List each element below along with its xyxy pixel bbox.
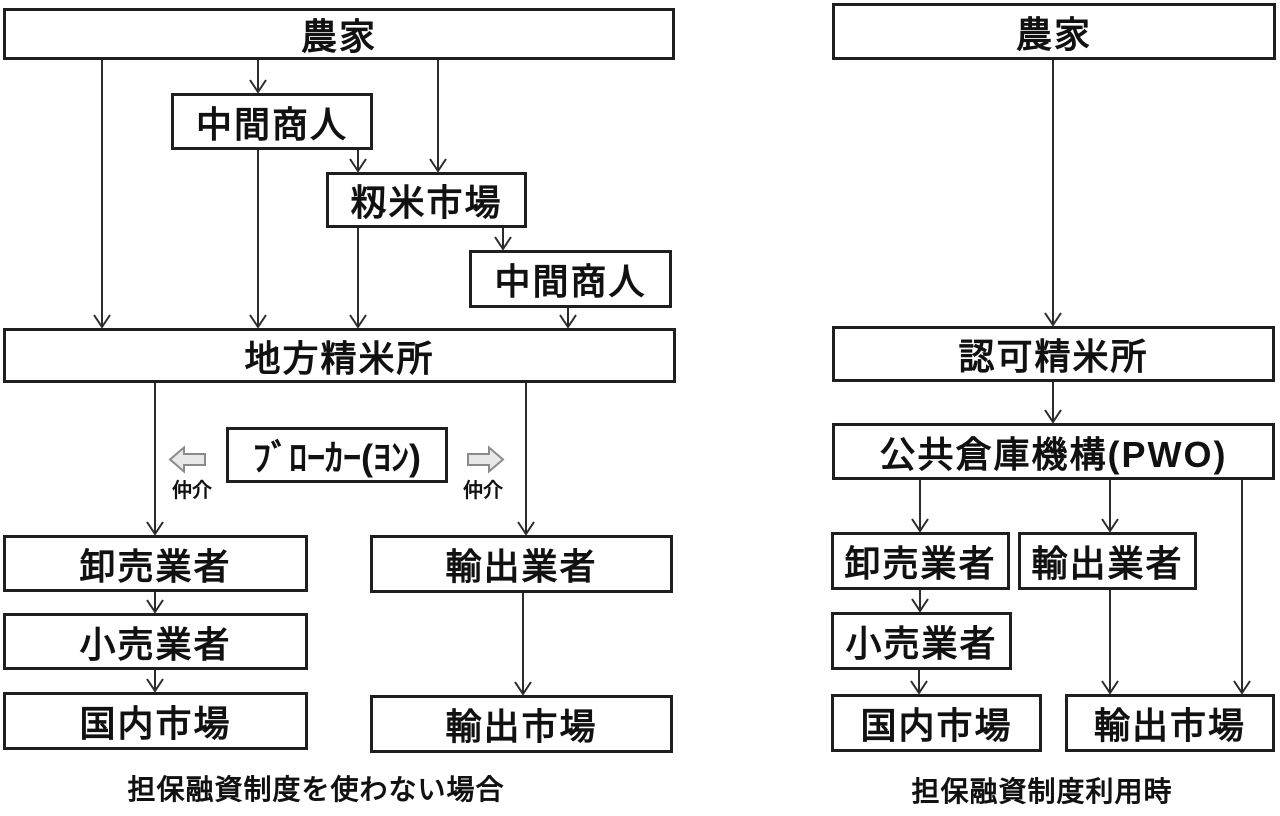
arrow-paddy-market-to-middleman2 <box>494 228 512 251</box>
arrow-pwo-to-export-market-right <box>1233 480 1251 695</box>
arrow-middleman1-to-paddy-market <box>349 150 367 173</box>
node-domestic-market-left: 国内市場 <box>3 692 308 750</box>
node-wholesaler-right: 卸売業者 <box>831 532 1010 590</box>
node-farmer-left: 農家 <box>3 8 675 60</box>
node-pwo-right: 公共倉庫機構(PWO) <box>832 423 1275 480</box>
node-paddy-market-left: 籾米市場 <box>326 172 527 228</box>
node-broker-left: ﾌﾞﾛｰｶｰ(ﾖﾝ) <box>226 427 448 483</box>
mediation-label-left: 仲介 <box>172 480 212 502</box>
arrow-wholesaler-to-retailer-right <box>911 590 929 613</box>
arrow-licensed-mill-to-pwo <box>1044 382 1062 424</box>
block-arrow-mediation-left <box>168 445 206 474</box>
arrow-pwo-to-wholesaler-right <box>911 480 929 533</box>
mediation-label-right: 仲介 <box>463 480 503 502</box>
arrow-retailer-to-domestic-market-left <box>146 670 164 693</box>
arrow-farmer-to-paddy-market <box>429 60 447 173</box>
node-licensed-mill-right: 認可精米所 <box>832 326 1275 382</box>
arrow-exporter-to-export-market-right <box>1101 590 1119 695</box>
node-exporter-left: 輸出業者 <box>370 535 673 593</box>
arrow-exporter-to-export-market-left <box>514 593 532 696</box>
node-export-market-right: 輸出市場 <box>1065 694 1275 752</box>
node-wholesaler-left: 卸売業者 <box>3 535 308 592</box>
arrow-retailer-to-domestic-market-right <box>910 670 928 695</box>
node-export-market-left: 輸出市場 <box>370 695 673 753</box>
arrow-farmer-to-local-mill <box>93 60 111 329</box>
block-arrow-mediation-right <box>467 445 505 474</box>
node-retailer-left: 小売業者 <box>3 613 308 670</box>
arrow-pwo-to-exporter-right <box>1101 480 1119 533</box>
arrow-middleman1-to-local-mill <box>249 150 267 329</box>
node-middleman2-left: 中間商人 <box>469 250 672 308</box>
arrow-wholesaler-to-retailer-left <box>146 592 164 614</box>
arrow-paddy-market-to-local-mill <box>349 228 367 329</box>
arrow-middleman2-to-local-mill <box>559 308 577 329</box>
node-middleman1-left: 中間商人 <box>171 93 373 150</box>
node-retailer-right: 小売業者 <box>831 612 1012 670</box>
arrow-local-mill-to-exporter-left <box>517 383 535 536</box>
arrow-local-mill-to-wholesaler-left <box>146 383 164 536</box>
node-exporter-right: 輸出業者 <box>1018 532 1197 590</box>
node-farmer-right: 農家 <box>832 3 1276 60</box>
node-local-mill-left: 地方精米所 <box>3 328 676 383</box>
caption-right: 担保融資制度利用時 <box>911 776 1173 807</box>
arrow-farmer-to-middleman1 <box>249 60 267 94</box>
node-domestic-market-right: 国内市場 <box>831 694 1042 752</box>
caption-left: 担保融資制度を使わない場合 <box>127 774 505 805</box>
arrow-farmer-to-licensed-mill <box>1044 60 1062 327</box>
